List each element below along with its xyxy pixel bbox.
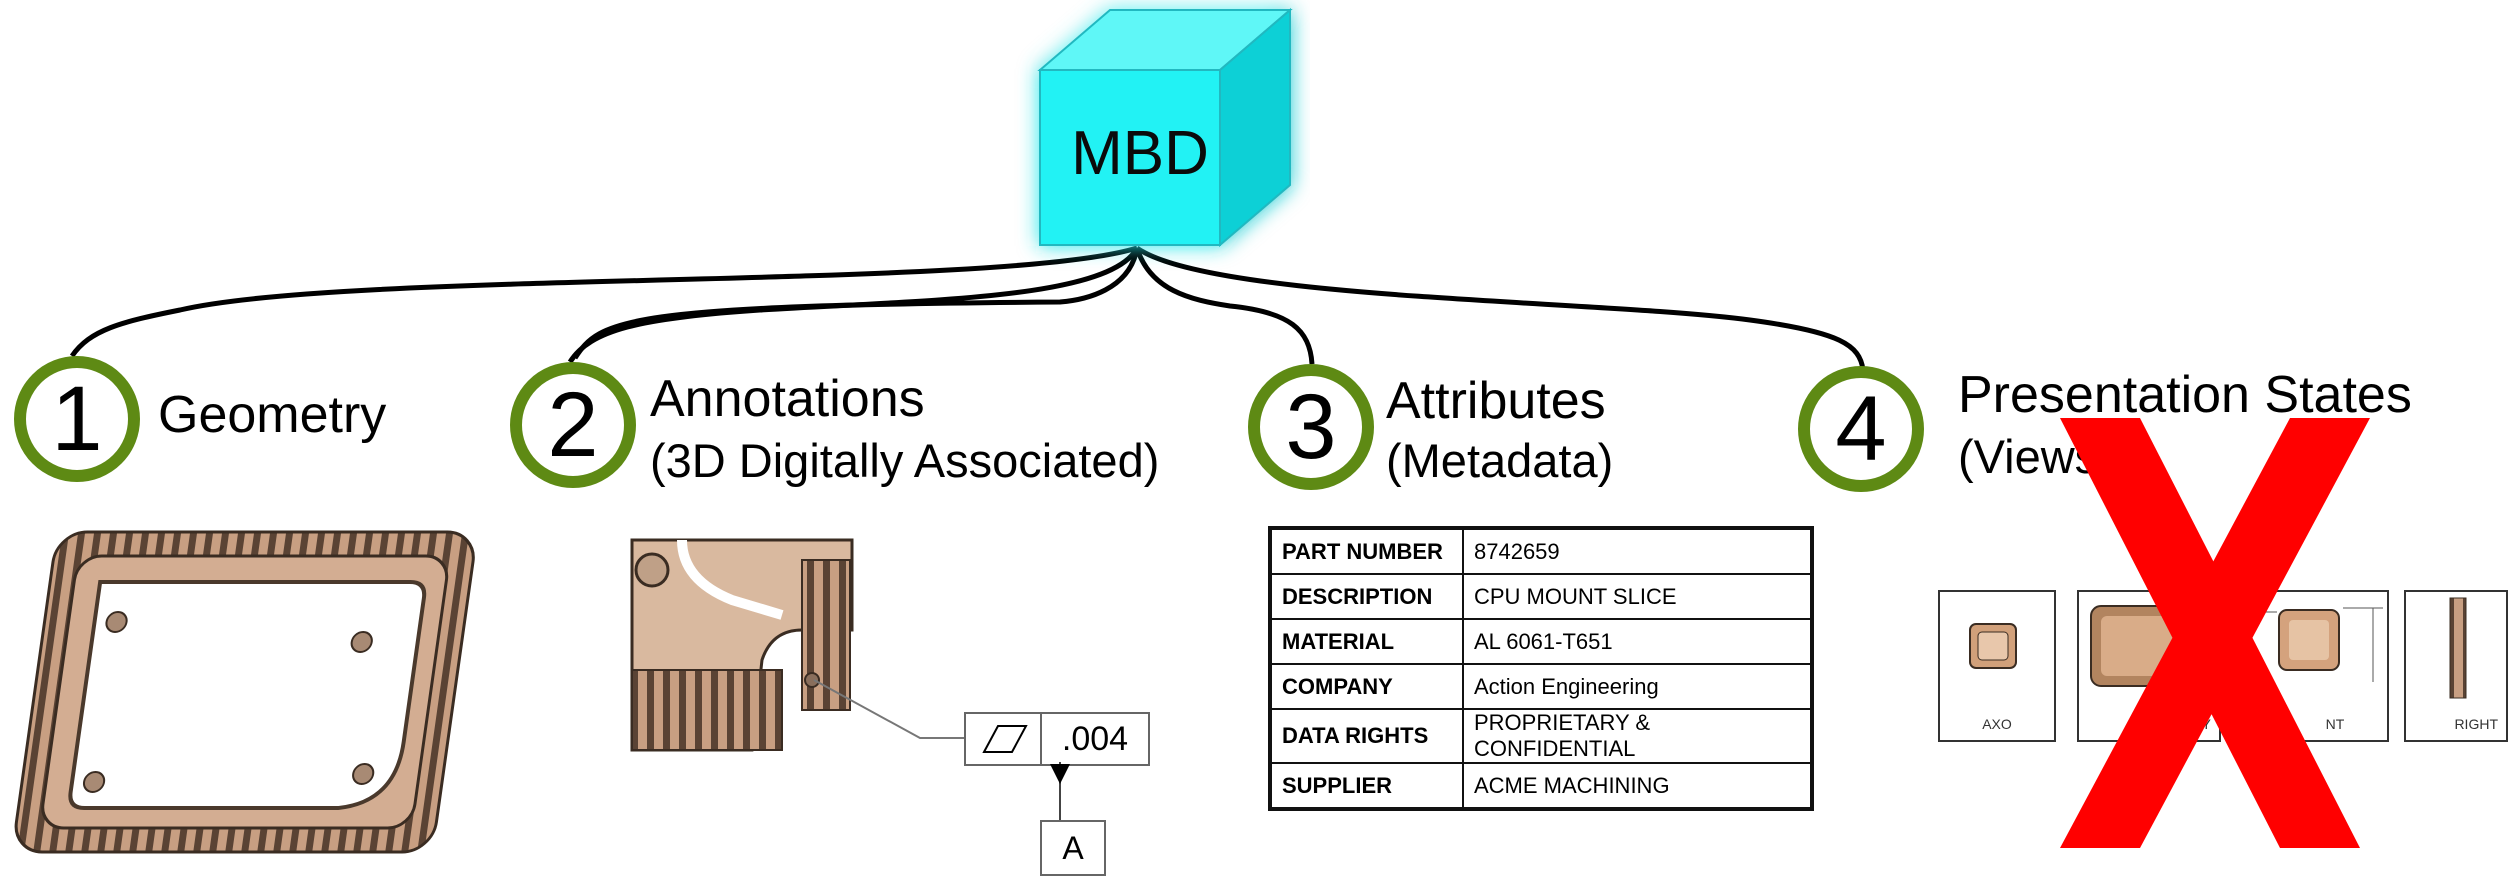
- geometry-part-illustration: [14, 530, 475, 854]
- attribute-value: ACME MACHINING: [1462, 762, 1813, 810]
- pillar-2-number: 2: [510, 362, 636, 488]
- pillar-2-title: Annotations: [650, 370, 925, 428]
- datum-triangle-icon: [1050, 762, 1070, 820]
- view-thumbnail-right: RIGHT: [2404, 590, 2508, 742]
- mbd-label: MBD: [1071, 119, 1209, 188]
- attribute-key: DESCRIPTION: [1269, 573, 1464, 620]
- pillar-3-number: 3: [1248, 364, 1374, 490]
- pillar-2-subtitle: (3D Digitally Associated): [650, 434, 1160, 487]
- flatness-symbol-box: [964, 712, 1044, 766]
- pillar-1-number: 1: [14, 356, 140, 482]
- pillar-4-number: 4: [1798, 366, 1924, 492]
- attribute-value: AL 6061-T651: [1462, 618, 1813, 665]
- view-label-right: RIGHT: [2454, 716, 2498, 732]
- attribute-key: DATA RIGHTS: [1269, 708, 1464, 764]
- attribute-key: SUPPLIER: [1269, 762, 1464, 810]
- attribute-key: PART NUMBER: [1269, 527, 1464, 575]
- mbd-cube-icon: [1037, 7, 1293, 248]
- pillar-4-title: Presentation States: [1958, 366, 2412, 424]
- attribute-key: MATERIAL: [1269, 618, 1464, 665]
- axo-part-icon: [1969, 623, 2017, 669]
- tolerance-value: .004: [1061, 719, 1129, 758]
- datum-box: A: [1040, 820, 1106, 876]
- leader-line: [813, 679, 970, 739]
- pillar-1-title: Geometry: [158, 386, 387, 444]
- annotation-part-illustration: [630, 538, 854, 752]
- flatness-icon: [982, 725, 1028, 753]
- pillar-3-title: Attributes: [1386, 372, 1606, 430]
- attribute-key: COMPANY: [1269, 663, 1464, 710]
- tolerance-value-box: .004: [1040, 712, 1150, 766]
- view-label-axo: AXO: [1982, 716, 2012, 732]
- view-thumbnail-axo: AXO: [1938, 590, 2056, 742]
- view-3-part-icon: [2253, 607, 2383, 682]
- attribute-value: 8742659: [1462, 527, 1813, 575]
- pillar-3-subtitle: (Metadata): [1386, 434, 1614, 487]
- view-label-3: NT: [2325, 716, 2345, 732]
- datum-label: A: [1062, 829, 1084, 866]
- right-view-part-icon: [2449, 597, 2467, 699]
- attribute-value: CPU MOUNT SLICE: [1462, 573, 1813, 620]
- red-x-icon: [2060, 418, 2370, 848]
- attribute-value: PROPRIETARY & CONFIDENTIAL: [1462, 708, 1813, 764]
- attribute-value: Action Engineering: [1462, 663, 1813, 710]
